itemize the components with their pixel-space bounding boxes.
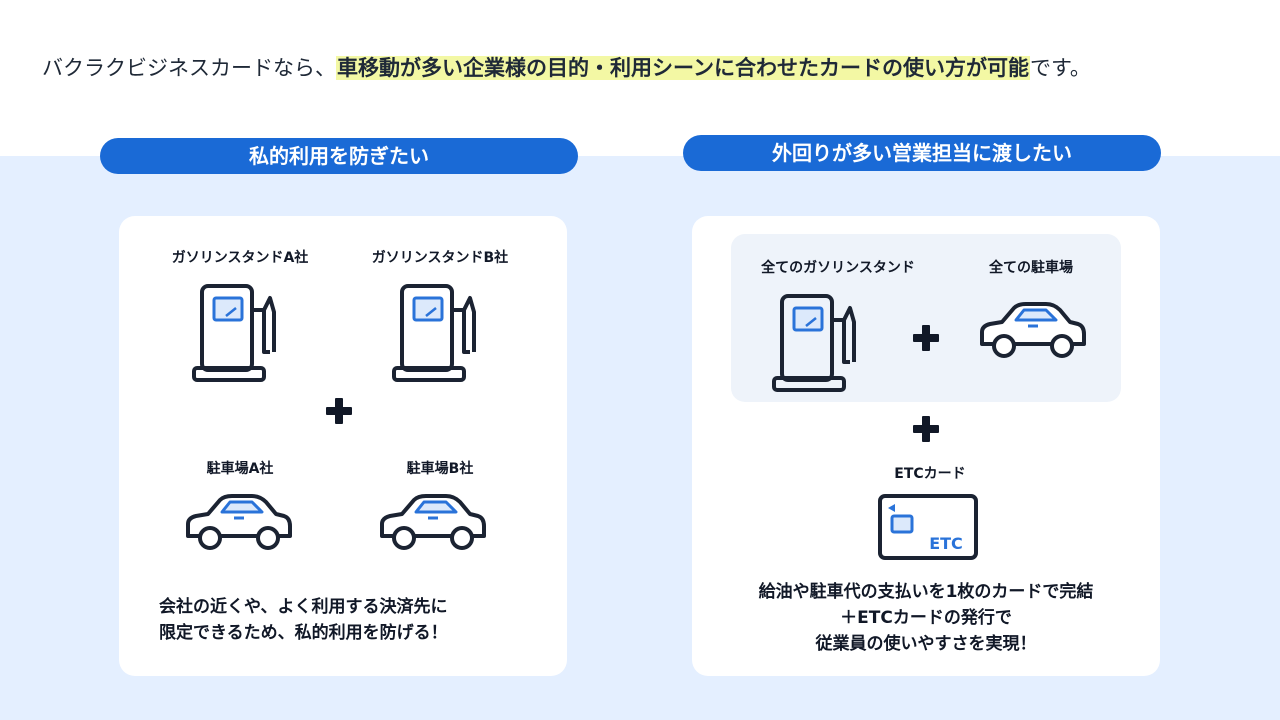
left-summary-line: 限定できるため、私的利用を防げる！ — [159, 623, 448, 643]
parking-b-label: 駐車場B社 — [406, 461, 474, 477]
plus-icon — [913, 325, 939, 351]
right-section-title: 外回りが多い営業担当に渡したい — [683, 135, 1161, 171]
etc-card-label: ETCカード — [894, 466, 966, 482]
headline-prefix: バクラクビジネスカードなら、 — [42, 56, 336, 80]
left-card — [119, 216, 567, 676]
all-gas-stations-label: 全てのガソリンスタンド — [761, 260, 915, 276]
left-section-title: 私的利用を防ぎたい — [100, 138, 578, 174]
plus-icon — [913, 416, 939, 442]
left-summary: 会社の近くや、よく利用する決済先に 限定できるため、私的利用を防げる！ — [159, 594, 448, 646]
car-icon — [980, 302, 1086, 358]
headline: バクラクビジネスカードなら、車移動が多い企業様の目的・利用シーンに合わせたカード… — [42, 52, 1262, 84]
etc-card-text: ETC — [929, 534, 963, 553]
right-summary-line: 従業員の使いやすさを実現！ — [815, 634, 1037, 654]
etc-card-icon: ETC — [878, 494, 978, 560]
all-parking-label: 全ての駐車場 — [989, 260, 1073, 276]
right-summary: 給油や駐車代の支払いを1枚のカードで完結 ＋ETCカードの発行で 従業員の使いや… — [692, 579, 1160, 657]
right-summary-line: 給油や駐車代の支払いを1枚のカードで完結 — [758, 582, 1094, 602]
gas-pump-icon — [192, 284, 276, 382]
headline-highlight: 車移動が多い企業様の目的・利用シーンに合わせたカードの使い方が可能 — [336, 56, 1030, 80]
headline-suffix: です。 — [1029, 56, 1091, 80]
left-summary-line: 会社の近くや、よく利用する決済先に — [159, 597, 448, 617]
gas-station-a-label: ガソリンスタンドA社 — [171, 250, 309, 266]
car-icon — [380, 494, 486, 550]
parking-a-label: 駐車場A社 — [206, 461, 274, 477]
plus-icon — [326, 398, 352, 424]
gas-pump-icon — [772, 294, 856, 392]
car-icon — [186, 494, 292, 550]
right-summary-line: ＋ETCカードの発行で — [840, 608, 1012, 628]
gas-pump-icon — [392, 284, 476, 382]
gas-station-b-label: ガソリンスタンドB社 — [371, 250, 509, 266]
